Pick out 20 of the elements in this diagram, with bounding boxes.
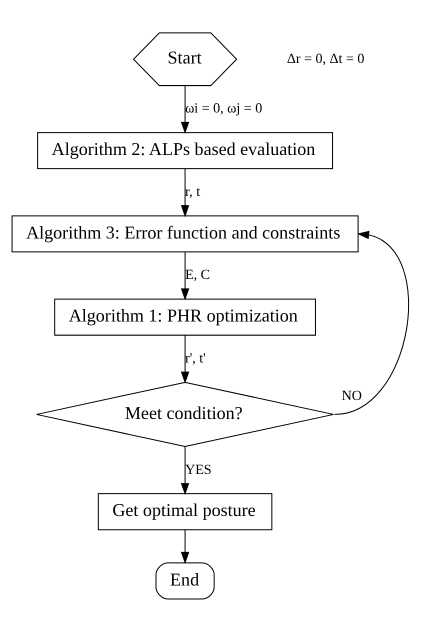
edge-label: r, t <box>185 183 200 200</box>
edge-label: NO <box>342 387 362 404</box>
node-box: Algorithm 3: Error function and constraints <box>12 214 359 252</box>
edge-label: YES <box>185 461 212 478</box>
arrow <box>180 335 190 384</box>
node-diamond: Meet condition? <box>36 381 334 447</box>
arrow <box>180 85 190 134</box>
node-box: Algorithm 2: ALPs based evaluation <box>37 132 334 169</box>
arrow <box>180 168 190 217</box>
node-box: Get optimal posture <box>98 492 272 530</box>
edge-label: E, C <box>185 266 210 283</box>
edge-label: r', t' <box>185 350 206 366</box>
arrow <box>180 446 190 495</box>
node-box: Algorithm 1: PHR optimization <box>54 298 316 336</box>
arrow <box>334 230 410 414</box>
arrow <box>180 530 190 564</box>
node-box: End <box>155 562 215 599</box>
arrow <box>180 252 190 300</box>
edge-label: ωi = 0, ωj = 0 <box>185 100 262 116</box>
label: Δr = 0, Δt = 0 <box>286 50 364 66</box>
